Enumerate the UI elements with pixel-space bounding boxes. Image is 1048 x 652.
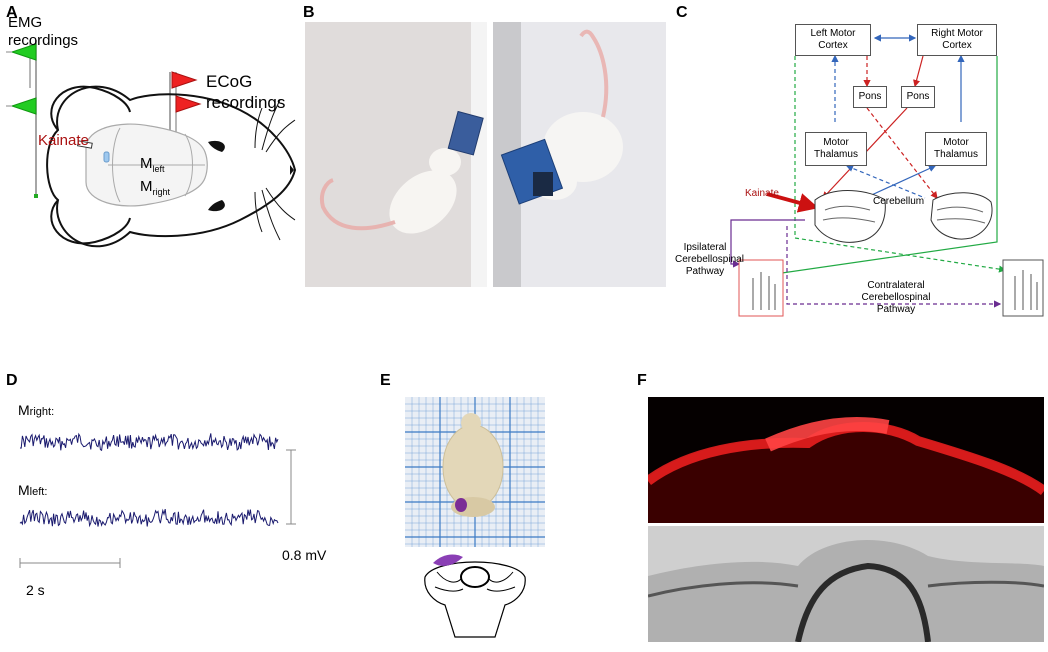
d-m-left-main: M bbox=[18, 482, 30, 498]
ipsi-line3: Pathway bbox=[685, 266, 725, 277]
contra-line3: Pathway bbox=[876, 304, 916, 315]
left-motor-cortex-line2: Cortex bbox=[818, 40, 848, 51]
box-motor-thalamus-left: Motor Thalamus bbox=[805, 132, 867, 166]
trace-m-left bbox=[19, 508, 279, 528]
emg-label-line2: recordings bbox=[8, 32, 79, 49]
right-motor-cortex-line1: Right Motor bbox=[931, 28, 983, 39]
d-m-left-label: Mleft: bbox=[18, 482, 47, 498]
panel-c: Left Motor Cortex Right Motor Cortex Pon… bbox=[675, 20, 1045, 325]
m-left-label: Mleft bbox=[140, 155, 165, 174]
motor-thalamus-right-line2: Thalamus bbox=[934, 149, 978, 160]
motor-thalamus-left-line1: Motor bbox=[823, 137, 849, 148]
time-scale-label: 2 s bbox=[26, 582, 45, 598]
box-left-motor-cortex: Left Motor Cortex bbox=[795, 24, 871, 56]
panel-letter-b: B bbox=[303, 4, 315, 21]
m-right-label: Mright bbox=[140, 178, 170, 197]
pathway-diagram bbox=[730, 34, 1044, 317]
box-pons-right: Pons bbox=[901, 86, 935, 108]
ipsi-line2: Cerebellospinal bbox=[675, 254, 744, 265]
ecog-label-line1: ECoG bbox=[206, 72, 253, 91]
m-left-sub: left bbox=[152, 164, 165, 174]
box-motor-thalamus-right: Motor Thalamus bbox=[925, 132, 987, 166]
motor-thalamus-left-line2: Thalamus bbox=[814, 149, 858, 160]
voltage-scale-label: 0.8 mV bbox=[282, 547, 327, 563]
cerebellum-section-schematic bbox=[424, 554, 526, 638]
d-m-right-main: M bbox=[18, 402, 30, 418]
m-right-sub: right bbox=[152, 187, 171, 197]
panel-letter-f: F bbox=[637, 372, 647, 389]
rat-head-schematic bbox=[6, 40, 297, 248]
ecog-traces bbox=[19, 432, 296, 568]
kainate-label: Kainate bbox=[38, 132, 89, 149]
c-kainate-label: Kainate bbox=[745, 188, 779, 199]
ecog-label-line2: recordings bbox=[206, 93, 286, 112]
d-m-left-sub: left: bbox=[29, 486, 48, 498]
fluorescence-image bbox=[648, 397, 1044, 523]
motor-thalamus-right-line1: Motor bbox=[943, 137, 969, 148]
emg-label-line1: EMG bbox=[8, 14, 43, 31]
trace-m-right bbox=[19, 432, 279, 452]
panel-letter-c: C bbox=[676, 4, 688, 21]
panel-e bbox=[405, 397, 545, 642]
panel-d: Mright: Mleft: 0.8 mV 2 s bbox=[0, 390, 370, 610]
contralateral-label: Contralateral Cerebellospinal Pathway bbox=[841, 280, 951, 316]
brain-photo-grid bbox=[405, 397, 545, 547]
rat-photo-right bbox=[493, 22, 666, 287]
left-motor-cortex-line1: Left Motor bbox=[810, 28, 856, 39]
rat-photo-left bbox=[305, 22, 487, 287]
m-right-main: M bbox=[140, 178, 153, 195]
right-motor-cortex-line2: Cortex bbox=[942, 40, 972, 51]
box-pons-left: Pons bbox=[853, 86, 887, 108]
contra-line1: Contralateral bbox=[867, 280, 925, 291]
d-m-right-sub: right: bbox=[29, 406, 55, 418]
panel-a: EMG recordings ECoG recordings Kainate M… bbox=[0, 0, 300, 300]
d-m-right-label: Mright: bbox=[18, 402, 54, 418]
panel-letter-d: D bbox=[6, 372, 18, 389]
panel-letter-e: E bbox=[380, 372, 391, 389]
ipsilateral-label: Ipsilateral Cerebellospinal Pathway bbox=[675, 242, 744, 278]
m-left-main: M bbox=[140, 155, 153, 172]
ipsi-line1: Ipsilateral bbox=[683, 242, 727, 253]
box-right-motor-cortex: Right Motor Cortex bbox=[917, 24, 997, 56]
cerebellum-label: Cerebellum bbox=[873, 196, 925, 207]
brightfield-image bbox=[648, 526, 1044, 642]
panel-letter-a: A bbox=[6, 4, 18, 21]
contra-line2: Cerebellospinal bbox=[861, 292, 931, 303]
